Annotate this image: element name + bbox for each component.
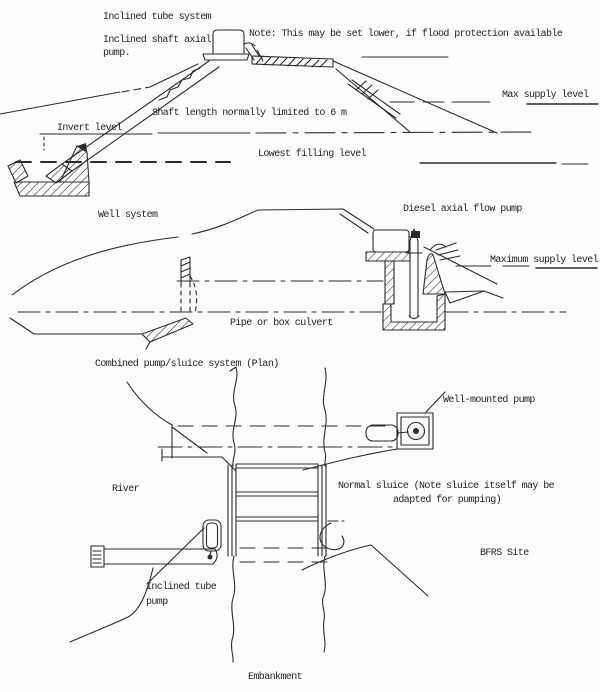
flap-outlet xyxy=(141,317,194,343)
tube-fill-squiggle xyxy=(158,67,201,101)
diesel-pump-label: Diesel axial flow pump xyxy=(403,203,522,215)
inspection-shaft-arc xyxy=(189,275,198,313)
inclined-tube-pump-label-line2: pump xyxy=(146,597,168,608)
diesel-engine xyxy=(372,229,410,253)
embankment-label: Embankment xyxy=(248,671,302,683)
shaft-length-note: Shaft length normally limited to 6 m xyxy=(152,107,347,119)
tube-pump-discharge-inner xyxy=(205,522,219,549)
pump-drive-head xyxy=(411,231,420,238)
outlet-wall-wedge xyxy=(59,145,90,183)
embankment-crest-line-left-upper xyxy=(229,366,238,467)
invert-level-label: Invert level xyxy=(57,122,122,134)
outlet-left-sill xyxy=(7,159,29,184)
embankment-crest-line-right-lower xyxy=(322,555,326,653)
channel-headwall xyxy=(126,381,237,472)
diagram2-title: Well system xyxy=(98,209,158,221)
embankment-left-slope xyxy=(0,91,121,115)
flood-protection-note: Note: This may be set lower, if flood pr… xyxy=(249,28,563,40)
sluice-barrel-lines xyxy=(236,463,319,522)
spillway-wedge xyxy=(422,253,446,295)
pump-motor-body xyxy=(365,424,399,442)
pump-motor-link xyxy=(397,431,409,434)
embankment-crest-line-right-upper xyxy=(322,367,327,467)
pump-well-inner xyxy=(400,416,430,446)
inspection-shaft xyxy=(180,256,191,284)
inclined-shaft-pump-label-line2: pump. xyxy=(103,48,130,59)
inclined-shaft-pump-label-line1: Inclined shaft axial xyxy=(103,34,212,46)
inclined-tube-plan xyxy=(103,548,218,565)
inclined-tube-system-diagram: Inclined tube system Inclined shaft axia… xyxy=(0,11,599,197)
engine-platform xyxy=(365,251,411,262)
pump-housing-outline xyxy=(212,29,245,54)
left-bank-line xyxy=(69,567,154,643)
discharge-connector xyxy=(209,550,212,556)
river-label: River xyxy=(112,483,140,495)
discharge-pivot-dot xyxy=(207,554,213,560)
inspection-shaft-hidden xyxy=(180,282,191,313)
embankment-left-slope-dash xyxy=(121,86,151,93)
combined-pump-sluice-plan: Combined pump/sluice system (Plan) Well-… xyxy=(69,358,555,683)
bank-curve-below-well xyxy=(302,448,399,471)
left-channel-bottom xyxy=(9,317,143,335)
lower-channel-dashed-edges xyxy=(239,547,331,563)
inclined-pump-leader xyxy=(146,527,205,585)
sluice-right-wall xyxy=(317,463,327,557)
normal-sluice-note-line1: Normal sluice (Note sluice itself may be xyxy=(338,480,555,492)
inclined-tube-pump-label-line1: Inclined tube xyxy=(146,581,217,593)
inclined-tube-lines xyxy=(61,60,220,172)
well-pump-leader xyxy=(425,391,446,413)
crest-strip-hatching xyxy=(255,55,328,68)
invert-level-line-dashdot xyxy=(255,131,536,134)
maximum-supply-level-label: Maximum supply level xyxy=(490,254,599,266)
embankment-profile-left xyxy=(11,236,179,296)
embankment-profile-crest xyxy=(191,208,375,235)
spillway-apron xyxy=(444,290,485,304)
embankment-right-slope xyxy=(332,60,498,134)
tube-strainer-cap xyxy=(90,545,105,568)
discharge-splash-marks xyxy=(243,42,264,62)
pump-column xyxy=(409,228,419,317)
right-bank-line xyxy=(301,544,429,597)
diagram3-title: Combined pump/sluice system (Plan) xyxy=(95,358,279,370)
apron-tail-line xyxy=(483,290,504,299)
crest-strip-outline xyxy=(251,55,334,68)
max-supply-level-label: Max supply level xyxy=(502,89,589,101)
pump-well-outer xyxy=(396,412,434,450)
well-sump xyxy=(382,293,446,331)
embankment-left-slope-upper xyxy=(149,63,199,88)
pump-shaft-dot xyxy=(413,428,419,434)
right-bank-ear-curve xyxy=(319,522,345,551)
pump-casing-circle xyxy=(406,421,426,441)
lowest-filling-level-label: Lowest filling level xyxy=(258,148,367,160)
culvert-label: Pipe or box culvert xyxy=(230,317,333,329)
outlet-base-slab xyxy=(13,181,90,197)
strainer-cap-hatching xyxy=(92,550,102,564)
well-mounted-pump-label: Well-mounted pump xyxy=(443,394,535,406)
outlet-wall-cap xyxy=(77,143,87,152)
embankment-crest-slope-inner xyxy=(339,213,369,234)
well-system-diagram: Well system Diesel axial flow pump Maxim… xyxy=(9,203,599,350)
spillway-spray xyxy=(429,242,461,261)
pump-foot xyxy=(408,315,420,320)
bfrs-site-label: BFRS Site xyxy=(480,547,529,559)
tube-pump-discharge-outer xyxy=(202,519,222,552)
pump-housing-base xyxy=(202,53,250,61)
flap-tip-line xyxy=(145,341,151,350)
well-wall xyxy=(384,260,395,305)
sluice-left-wall xyxy=(227,463,237,557)
diagram1-title: Inclined tube system xyxy=(103,11,212,23)
normal-sluice-note-line2: adapted for pumping) xyxy=(393,494,501,506)
embankment-crest-line-left-lower xyxy=(230,555,236,663)
slope-chute xyxy=(347,79,401,119)
